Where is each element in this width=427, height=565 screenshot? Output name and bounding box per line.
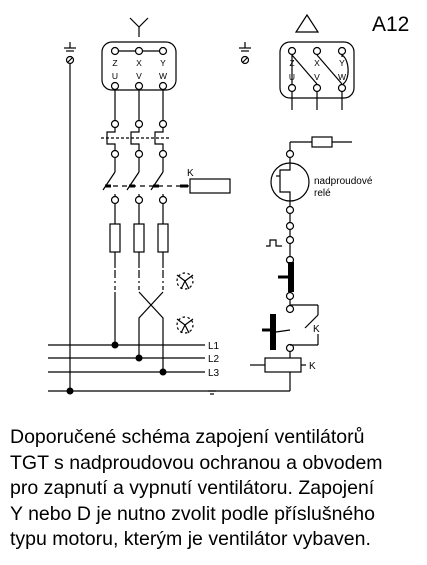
caption-line-4: Y nebo D je nutno zvolit podle příslušné…: [10, 502, 375, 525]
caption-line-2: TGT s nadproudovou ochranou a obvodem: [10, 451, 383, 474]
bus-label-l1: L1: [208, 341, 220, 352]
motor-terminal-box-star: [101, 41, 177, 91]
phase-wires: [101, 90, 170, 372]
relay-label-line2: relé: [314, 188, 331, 199]
bus-label-l2: L2: [208, 354, 220, 365]
relay-label-line1: nadproudové: [314, 176, 373, 187]
contactor-label: K: [187, 168, 194, 179]
delta-terminal-y: Y: [339, 58, 345, 68]
bus-label-l3: L3: [208, 368, 220, 379]
star-terminal-w: W: [159, 71, 167, 81]
junction-dots: [66, 341, 167, 395]
wiring-diagram: A12 Z X Y U V W Z X Y U V W K nadproudov…: [48, 13, 409, 395]
star-terminal-v: V: [136, 71, 142, 81]
contact-k-label: K: [313, 324, 320, 335]
caption: Doporučené schéma zapojení ventilátorů T…: [10, 425, 422, 553]
star-connection-symbol: [129, 17, 149, 37]
delta-terminal-v: V: [314, 72, 320, 82]
star-terminal-y: Y: [160, 58, 166, 68]
control-circuit: [250, 136, 352, 391]
delta-terminal-w: W: [338, 72, 346, 82]
coil-k-label: K: [309, 361, 316, 372]
contactor-mechanism: [105, 178, 231, 194]
delta-terminal-u: U: [289, 72, 295, 82]
caption-line-1: Doporučené schéma zapojení ventilátorů: [10, 426, 365, 448]
bus-ground-symbol: [208, 390, 216, 395]
delta-terminal-x: X: [314, 58, 320, 68]
star-terminal-z: Z: [112, 58, 117, 68]
caption-line-5: typu motoru, kterým je ventilátor vybave…: [10, 528, 371, 550]
right-ground-symbol: [239, 42, 251, 65]
rotation-symbol-upper: [176, 272, 194, 290]
star-terminal-u: U: [112, 71, 118, 81]
caption-line-3: pro zapnutí a vypnutí ventilátoru. Zapoj…: [10, 477, 375, 499]
left-ground-symbol: [64, 42, 76, 391]
delta-terminal-z: Z: [289, 58, 294, 68]
delta-connection-symbol: [294, 13, 320, 33]
rotation-symbol-lower: [176, 316, 194, 334]
supply-busbars: [48, 344, 290, 392]
star-terminal-x: X: [136, 58, 142, 68]
figure-code: A12: [372, 13, 409, 36]
motor-terminal-box-delta: [279, 41, 355, 110]
